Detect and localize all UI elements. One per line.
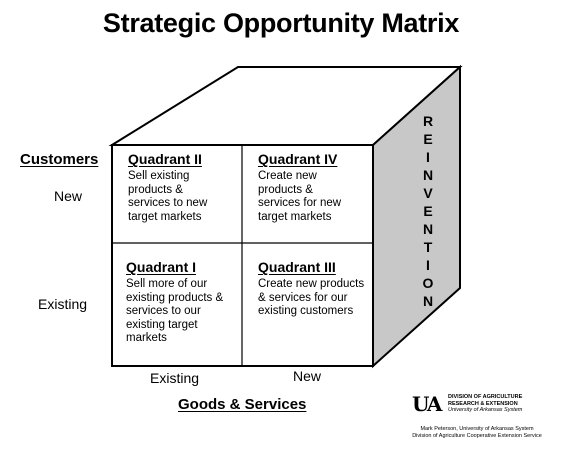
reinvention-label: R E I N V E N T I O N <box>418 112 438 310</box>
reinvention-letter: R <box>422 113 434 129</box>
reinvention-letter: N <box>422 221 434 237</box>
quadrant-3-body: Create new products & services for our e… <box>258 278 365 317</box>
reinvention-letter: N <box>422 293 434 309</box>
reinvention-letter: O <box>422 275 434 291</box>
quadrant-4: Quadrant IV Create new products & servic… <box>258 151 368 224</box>
credit-line: Division of Agriculture Cooperative Exte… <box>412 432 542 439</box>
x-axis-label-existing: Existing <box>150 370 200 386</box>
division-line: RESEARCH & EXTENSION <box>448 400 518 407</box>
uark-logo: UA DIVISION OF AGRICULTURE RESEARCH & EX… <box>412 392 552 416</box>
page-title: Strategic Opportunity Matrix <box>102 8 460 38</box>
reinvention-letter: E <box>423 131 433 147</box>
quadrant-2-body: Sell existing products & services to new… <box>128 170 208 223</box>
reinvention-letter: V <box>423 185 433 201</box>
reinvention-letter: T <box>423 239 433 255</box>
x-axis-label-new: New <box>293 368 322 384</box>
reinvention-letter: E <box>423 203 433 219</box>
quadrant-3: Quadrant III Create new products & servi… <box>258 259 370 319</box>
y-axis-label-existing: Existing <box>38 296 88 312</box>
y-axis-title: Customers <box>20 151 99 168</box>
quadrant-1-title: Quadrant I <box>126 259 197 275</box>
credit-line: Mark Peterson, University of Arkansas Sy… <box>420 426 534 432</box>
uark-division-text: DIVISION OF AGRICULTURE RESEARCH & EXTEN… <box>448 394 522 414</box>
reinvention-letter: N <box>422 167 434 183</box>
x-axis-title: Goods & Services <box>178 396 307 413</box>
quadrant-2: Quadrant II Sell existing products & ser… <box>128 151 238 224</box>
division-line: University of Arkansas System <box>448 407 523 413</box>
quadrant-1: Quadrant I Sell more of our existing pro… <box>126 259 238 346</box>
quadrant-4-body: Create new products & services for new t… <box>258 170 342 223</box>
y-axis-label-new: New <box>54 188 83 204</box>
reinvention-letter: I <box>426 257 430 273</box>
quadrant-3-title: Quadrant III <box>258 259 336 275</box>
quadrant-2-title: Quadrant II <box>128 151 202 167</box>
uark-logo-mark: UA <box>412 392 442 416</box>
division-line: DIVISION OF AGRICULTURE <box>448 394 523 400</box>
quadrant-1-body: Sell more of our existing products & ser… <box>126 278 224 344</box>
credit-text: Mark Peterson, University of Arkansas Sy… <box>392 426 562 439</box>
quadrant-4-title: Quadrant IV <box>258 151 338 167</box>
reinvention-letter: I <box>426 149 430 165</box>
